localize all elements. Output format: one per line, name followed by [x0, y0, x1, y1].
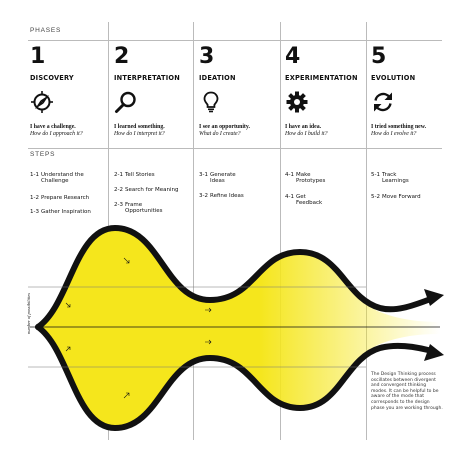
possibility-curve-upper	[35, 224, 431, 330]
phase-question: How do I build it?	[285, 131, 328, 137]
column-divider-4	[366, 22, 367, 440]
direction-arrow	[123, 392, 130, 399]
column-divider-3	[280, 22, 281, 440]
phase-statement: I tried something new.	[371, 124, 427, 130]
compass-icon	[31, 91, 53, 113]
phase-number: 3	[199, 44, 215, 69]
phase-number: 1	[30, 44, 46, 69]
steps-label: STEPS	[30, 151, 56, 158]
direction-arrow	[65, 302, 71, 308]
phase-column-ideation: 3 IDEATION I see an opportunity. What do…	[199, 46, 250, 138]
step-number: 4-1	[285, 172, 294, 178]
gear-icon	[286, 91, 308, 113]
step-text: Make Prototypes	[296, 172, 326, 185]
step-text: Understand the Challenge	[41, 172, 84, 185]
magnifier-icon	[115, 91, 136, 113]
phase-number: 5	[371, 44, 387, 69]
phase-name: EXPERIMENTATION	[285, 74, 358, 82]
top-divider	[28, 40, 442, 41]
step-text: Gather Inspiration	[41, 209, 91, 215]
direction-arrow	[123, 257, 130, 264]
step-text: Track Learnings	[382, 172, 409, 185]
phases-label: PHASES	[30, 27, 62, 34]
direction-arrow	[205, 307, 212, 313]
phase-number: 4	[285, 44, 301, 69]
axis-label: number of possibilities	[26, 292, 31, 334]
step-text: Move Forward	[382, 194, 421, 200]
arrowhead-lower	[424, 344, 444, 361]
step-number: 2-3	[114, 202, 123, 208]
phase-column-interpretation: 2 INTERPRETATION I learned something. Ho…	[114, 46, 180, 138]
column-divider-2	[193, 22, 194, 440]
phase-name: EVOLUTION	[371, 74, 416, 82]
step-number: 1-2	[30, 195, 39, 201]
phase-statement: I see an opportunity.	[199, 124, 250, 130]
possibility-curve-lower	[35, 324, 431, 432]
step-number: 1-1	[30, 172, 39, 178]
step-text: Search for Meaning	[125, 187, 179, 193]
step-number: 1-3	[30, 209, 39, 215]
arrowhead-upper	[424, 289, 444, 306]
phase-number: 2	[114, 44, 130, 69]
step-number: 2-2	[114, 187, 123, 193]
step-text: Tell Stories	[125, 172, 155, 178]
phase-name: DISCOVERY	[30, 74, 74, 82]
phase-name: INTERPRETATION	[114, 74, 180, 82]
lightbulb-icon	[203, 91, 219, 113]
refresh-icon	[374, 92, 392, 112]
phase-column-evolution: 5 EVOLUTION I tried something new. How d…	[371, 46, 426, 138]
direction-arrow	[205, 339, 212, 345]
direction-arrow	[65, 346, 71, 352]
step-number: 5-1	[371, 172, 380, 178]
phase-question: How do I interpret it?	[114, 131, 165, 137]
phase-column-discovery: 1 DISCOVERY I have a challenge. How do I…	[30, 46, 83, 138]
phases-steps-divider	[28, 148, 442, 149]
phase-question: What do I create?	[199, 131, 241, 137]
phase-question: How do I approach it?	[30, 131, 83, 137]
step-number: 3-2	[199, 193, 208, 199]
phase-name: IDEATION	[199, 74, 236, 82]
step-text: Generate Ideas	[210, 172, 236, 185]
phase-statement: I learned something.	[114, 124, 165, 130]
step-number: 5-2	[371, 194, 380, 200]
phase-question: How do I evolve it?	[371, 131, 417, 137]
step-text: Get Feedback	[296, 194, 323, 207]
step-number: 2-1	[114, 172, 123, 178]
phase-column-experimentation: 4 EXPERIMENTATION I have an idea. How do…	[285, 46, 358, 138]
process-note: The Design Thinking process oscillates b…	[371, 372, 443, 411]
step-text: Refine Ideas	[210, 193, 244, 199]
step-text: Prepare Research	[41, 195, 90, 201]
step-number: 3-1	[199, 172, 208, 178]
step-number: 4-1	[285, 194, 294, 200]
step-text: Frame Opportunities	[125, 202, 163, 215]
phase-statement: I have a challenge.	[30, 124, 76, 130]
phase-statement: I have an idea.	[285, 124, 322, 130]
